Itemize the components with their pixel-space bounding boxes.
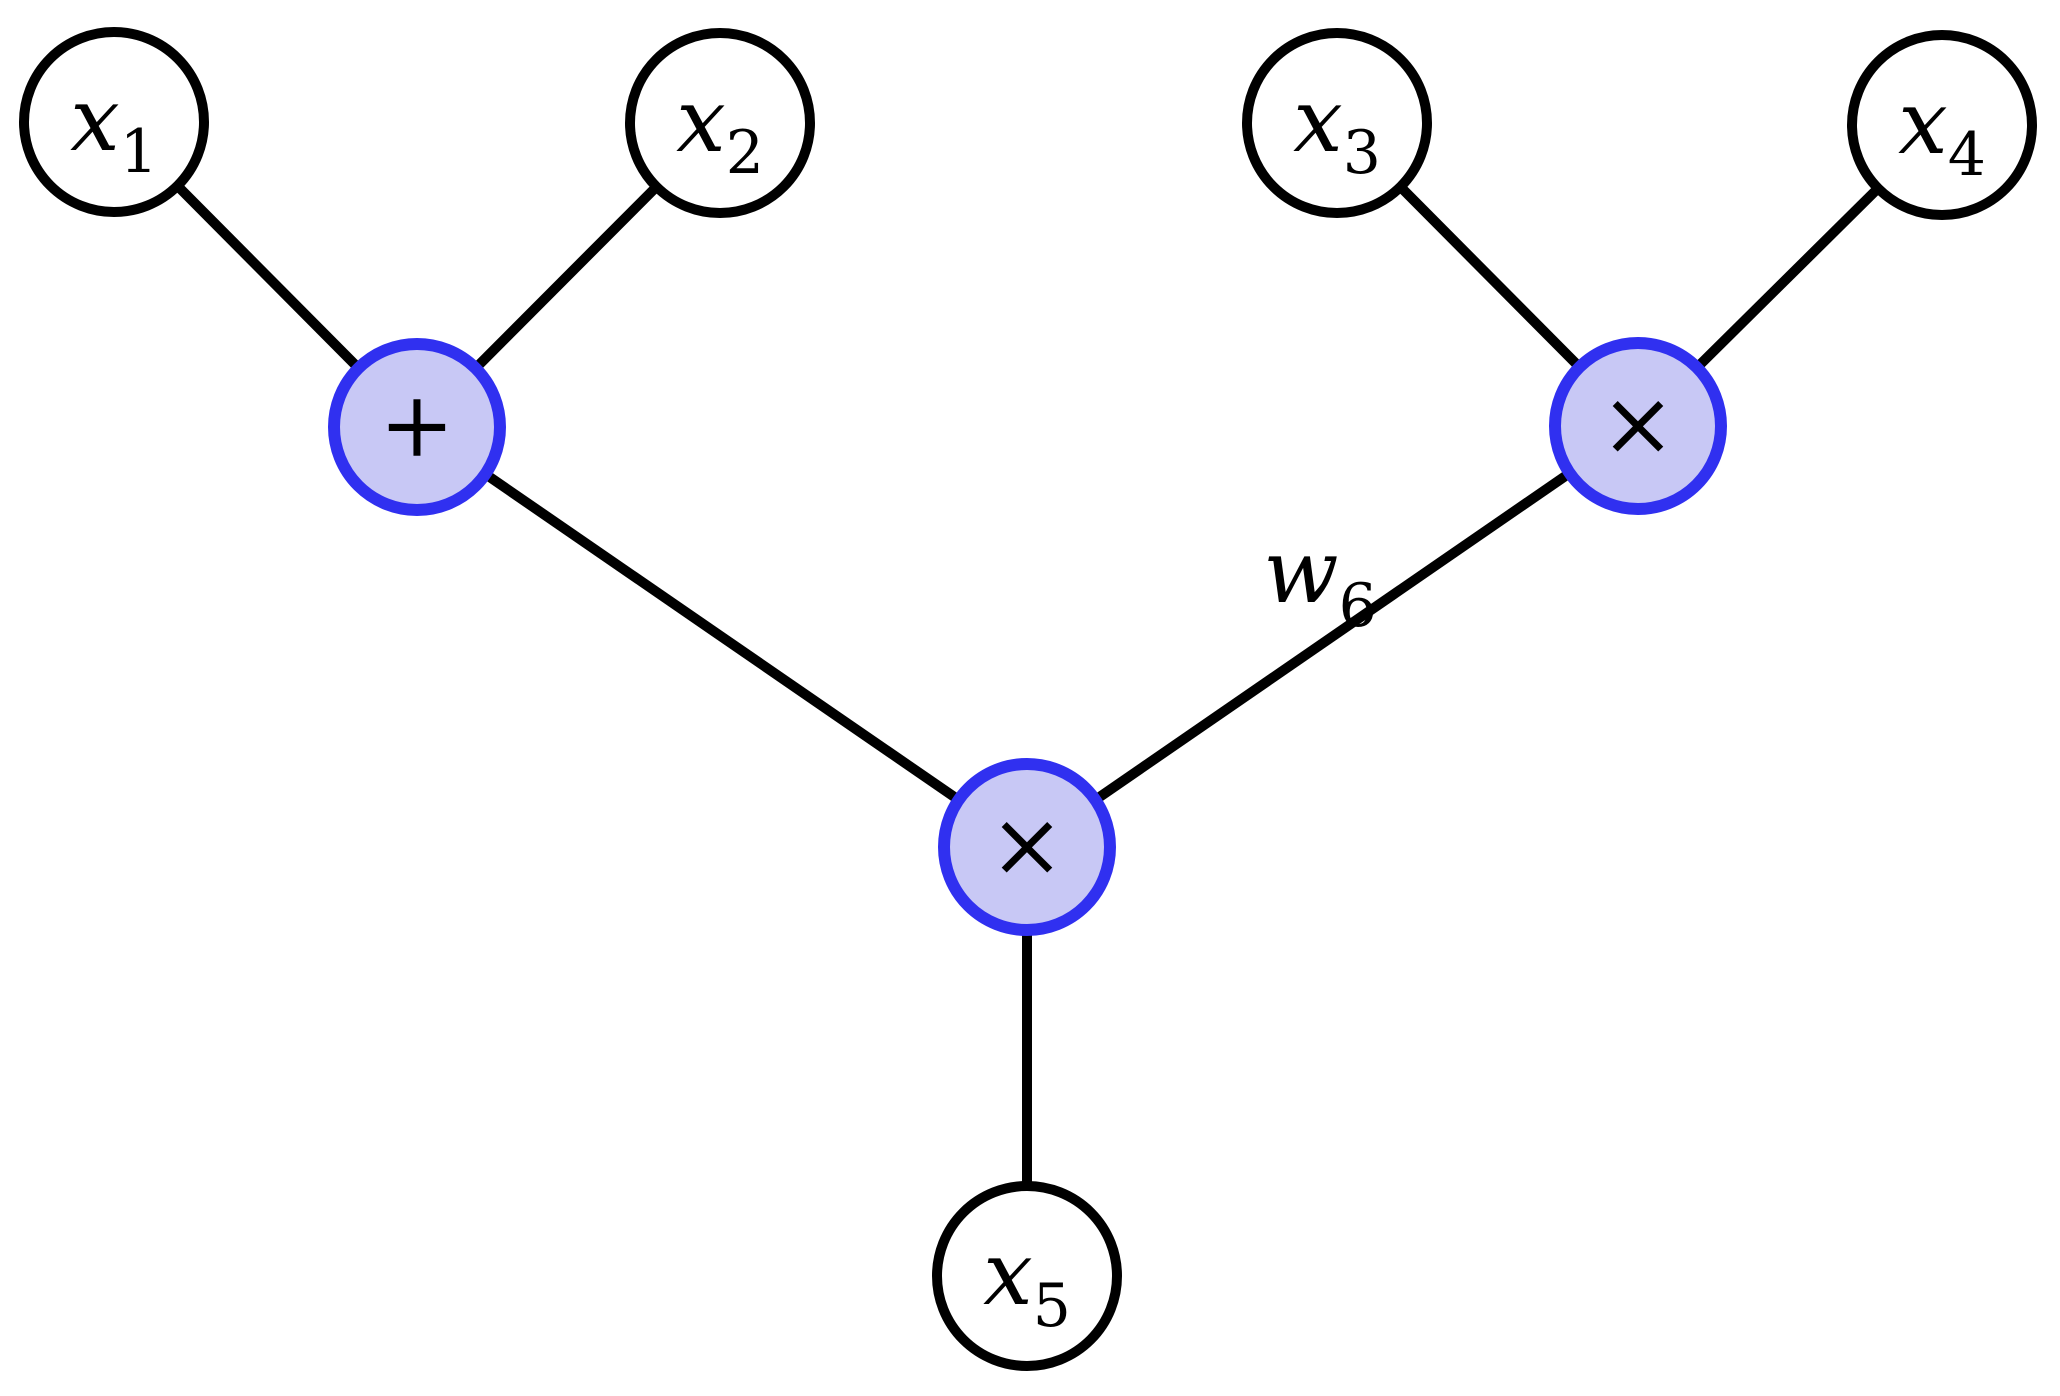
node-x3-subscript: 3 <box>1343 118 1381 188</box>
times-symbol-center: × <box>989 793 1064 898</box>
edge-weight-subscript: 6 <box>1339 571 1377 641</box>
edge-prod-right-prod-center <box>1024 421 1641 852</box>
node-x4: x4 <box>1847 30 2037 220</box>
edge-sum-prod-center <box>414 422 1030 852</box>
node-x4-subscript: 4 <box>1948 120 1986 190</box>
node-x1-base: x <box>70 68 120 171</box>
node-x4-circle <box>1847 30 2037 220</box>
node-x3-circle <box>1242 28 1432 218</box>
node-x3-label: x3 <box>1293 69 1381 188</box>
node-x2-circle <box>625 28 815 218</box>
edge-weight-label: w6 <box>1263 520 1377 641</box>
node-x5: x5 <box>932 1181 1122 1371</box>
node-prod-right-circle <box>1549 337 1727 515</box>
node-x4-base: x <box>1898 71 1948 174</box>
node-sum: + <box>328 338 506 516</box>
node-x1-label: x1 <box>70 68 158 187</box>
node-x5-subscript: 5 <box>1033 1271 1071 1341</box>
node-x2-subscript: 2 <box>726 118 764 188</box>
node-x5-base: x <box>983 1222 1033 1325</box>
node-x2-base: x <box>676 69 726 172</box>
node-prod-right: × <box>1549 337 1727 515</box>
times-symbol-right: × <box>1600 372 1675 477</box>
node-sum-circle <box>328 338 506 516</box>
node-x2: x2 <box>625 28 815 218</box>
node-x5-circle <box>932 1181 1122 1371</box>
node-x1: x1 <box>19 27 209 217</box>
node-x3-base: x <box>1293 69 1343 172</box>
node-prod-center-circle <box>938 758 1116 936</box>
node-x1-circle <box>19 27 209 217</box>
node-x1-subscript: 1 <box>120 117 158 187</box>
node-x5-label: x5 <box>983 1222 1071 1341</box>
node-x4-label: x4 <box>1898 71 1986 190</box>
node-x3: x3 <box>1242 28 1432 218</box>
plus-symbol: + <box>379 373 454 478</box>
node-prod-center: × <box>938 758 1116 936</box>
edges <box>110 118 1946 1276</box>
edge-weight-base: w <box>1263 520 1338 623</box>
node-x2-label: x2 <box>676 69 764 188</box>
